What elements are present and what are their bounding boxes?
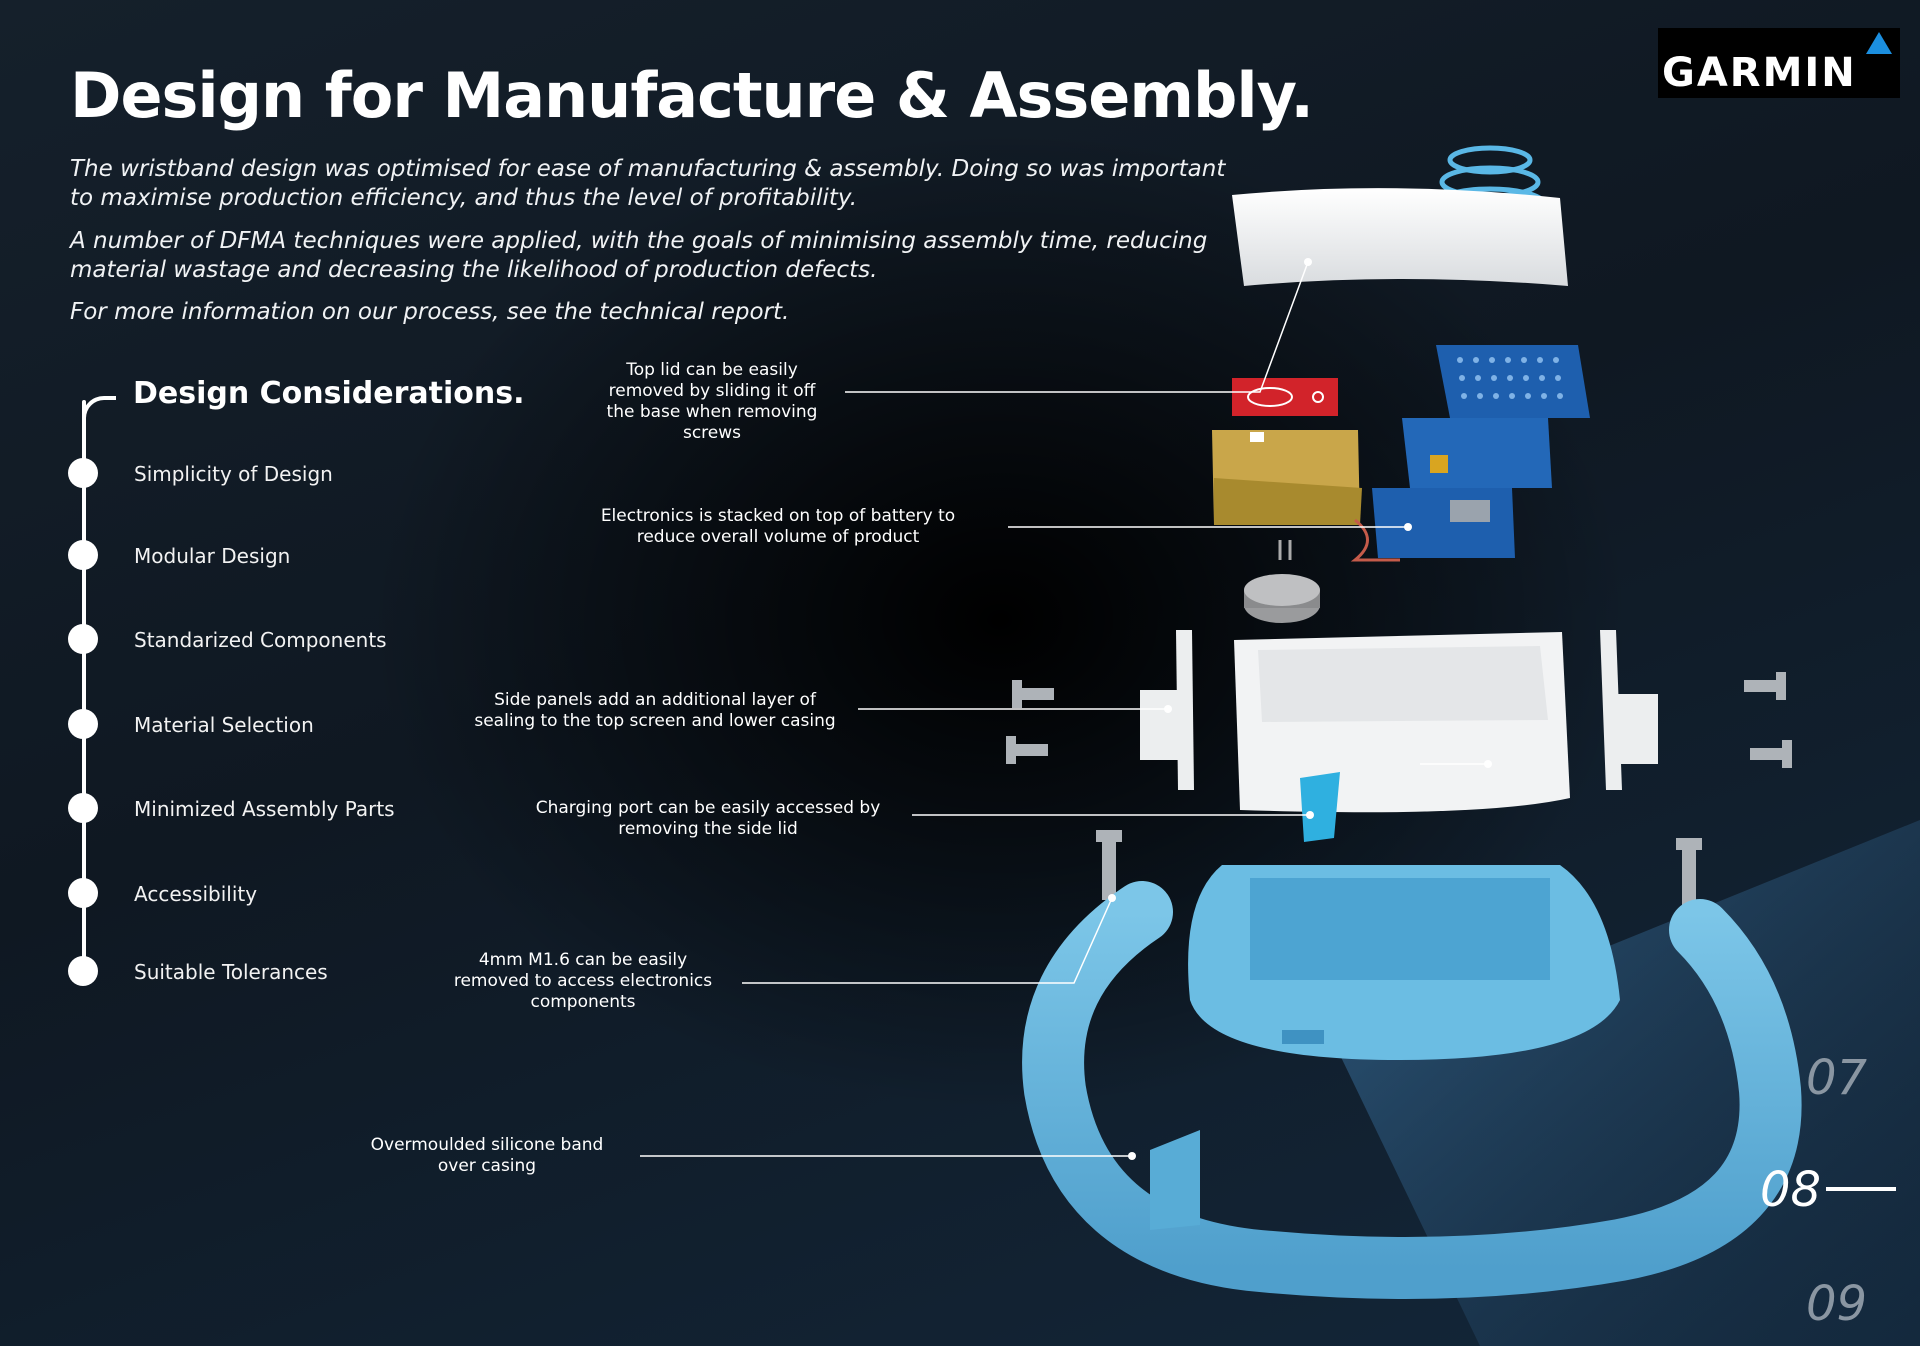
consideration-item: Simplicity of Design (68, 457, 468, 489)
consideration-label: Suitable Tolerances (134, 960, 328, 984)
side-panel-left (1140, 630, 1194, 790)
band-buckle (1150, 1130, 1200, 1230)
leader-lines (640, 261, 1488, 1157)
callout-top-lid: Top lid can be easily removed by sliding… (606, 360, 818, 443)
consideration-label: Material Selection (134, 713, 314, 737)
timeline-dot (68, 458, 98, 488)
logo-text: GARMIN (1662, 50, 1857, 96)
light-beam (1340, 820, 1920, 1346)
triangle-icon (1866, 32, 1892, 54)
consideration-item: Minimized Assembly Parts (68, 792, 468, 824)
charging-port (1300, 772, 1340, 842)
page-current: 08 (1760, 1162, 1822, 1218)
callout-band: Overmoulded silicone band over casing (370, 1135, 604, 1176)
page-prev[interactable]: 07 (1806, 1050, 1868, 1106)
leader-dots (1108, 258, 1492, 1160)
pcb-board (1436, 345, 1590, 418)
consideration-item: Standarized Components (68, 623, 468, 655)
section-title: Design Considerations. (133, 376, 525, 411)
page-next[interactable]: 09 (1806, 1276, 1868, 1332)
consideration-item: Suitable Tolerances (68, 955, 468, 987)
consideration-item: Modular Design (68, 539, 468, 571)
consideration-item: Material Selection (68, 708, 468, 740)
callout-charging-port: Charging port can be easily accessed by … (535, 798, 881, 839)
consideration-label: Accessibility (134, 882, 258, 906)
timeline-dot (68, 540, 98, 570)
timeline-dot (68, 624, 98, 654)
screw-set (1006, 672, 1792, 908)
page-title: Design for Manufacture & Assembly. (70, 59, 1314, 132)
consideration-label: Minimized Assembly Parts (134, 797, 395, 821)
callout-side-panels: Side panels add an additional layer of s… (474, 690, 836, 731)
screen-window (1250, 878, 1550, 980)
page-indicator-line (1826, 1187, 1896, 1191)
side-panel-right (1600, 630, 1658, 790)
callout-electronics: Electronics is stacked on top of battery… (600, 506, 956, 547)
consideration-label: Simplicity of Design (134, 462, 333, 486)
consideration-label: Modular Design (134, 544, 291, 568)
consideration-item: Accessibility (68, 877, 468, 909)
pcb-board (1402, 418, 1552, 488)
red-board (1232, 378, 1338, 416)
timeline-dot (68, 956, 98, 986)
intro-paragraph: A number of DFMA techniques were applied… (70, 228, 1208, 283)
pcb-board (1372, 488, 1515, 558)
consideration-label: Standarized Components (134, 628, 387, 652)
timeline-dot (68, 709, 98, 739)
intro-paragraph: The wristband design was optimised for e… (70, 156, 1226, 211)
timeline-dot (68, 793, 98, 823)
timeline-dot (68, 878, 98, 908)
garmin-logo[interactable]: GARMIN (1658, 28, 1900, 98)
timeline-line (82, 400, 86, 972)
wristband (1022, 865, 1802, 1299)
intro-paragraph: For more information on our process, see… (70, 299, 790, 325)
top-lid (1232, 188, 1568, 286)
callout-screws: 4mm M1.6 can be easily removed to access… (453, 950, 713, 1012)
